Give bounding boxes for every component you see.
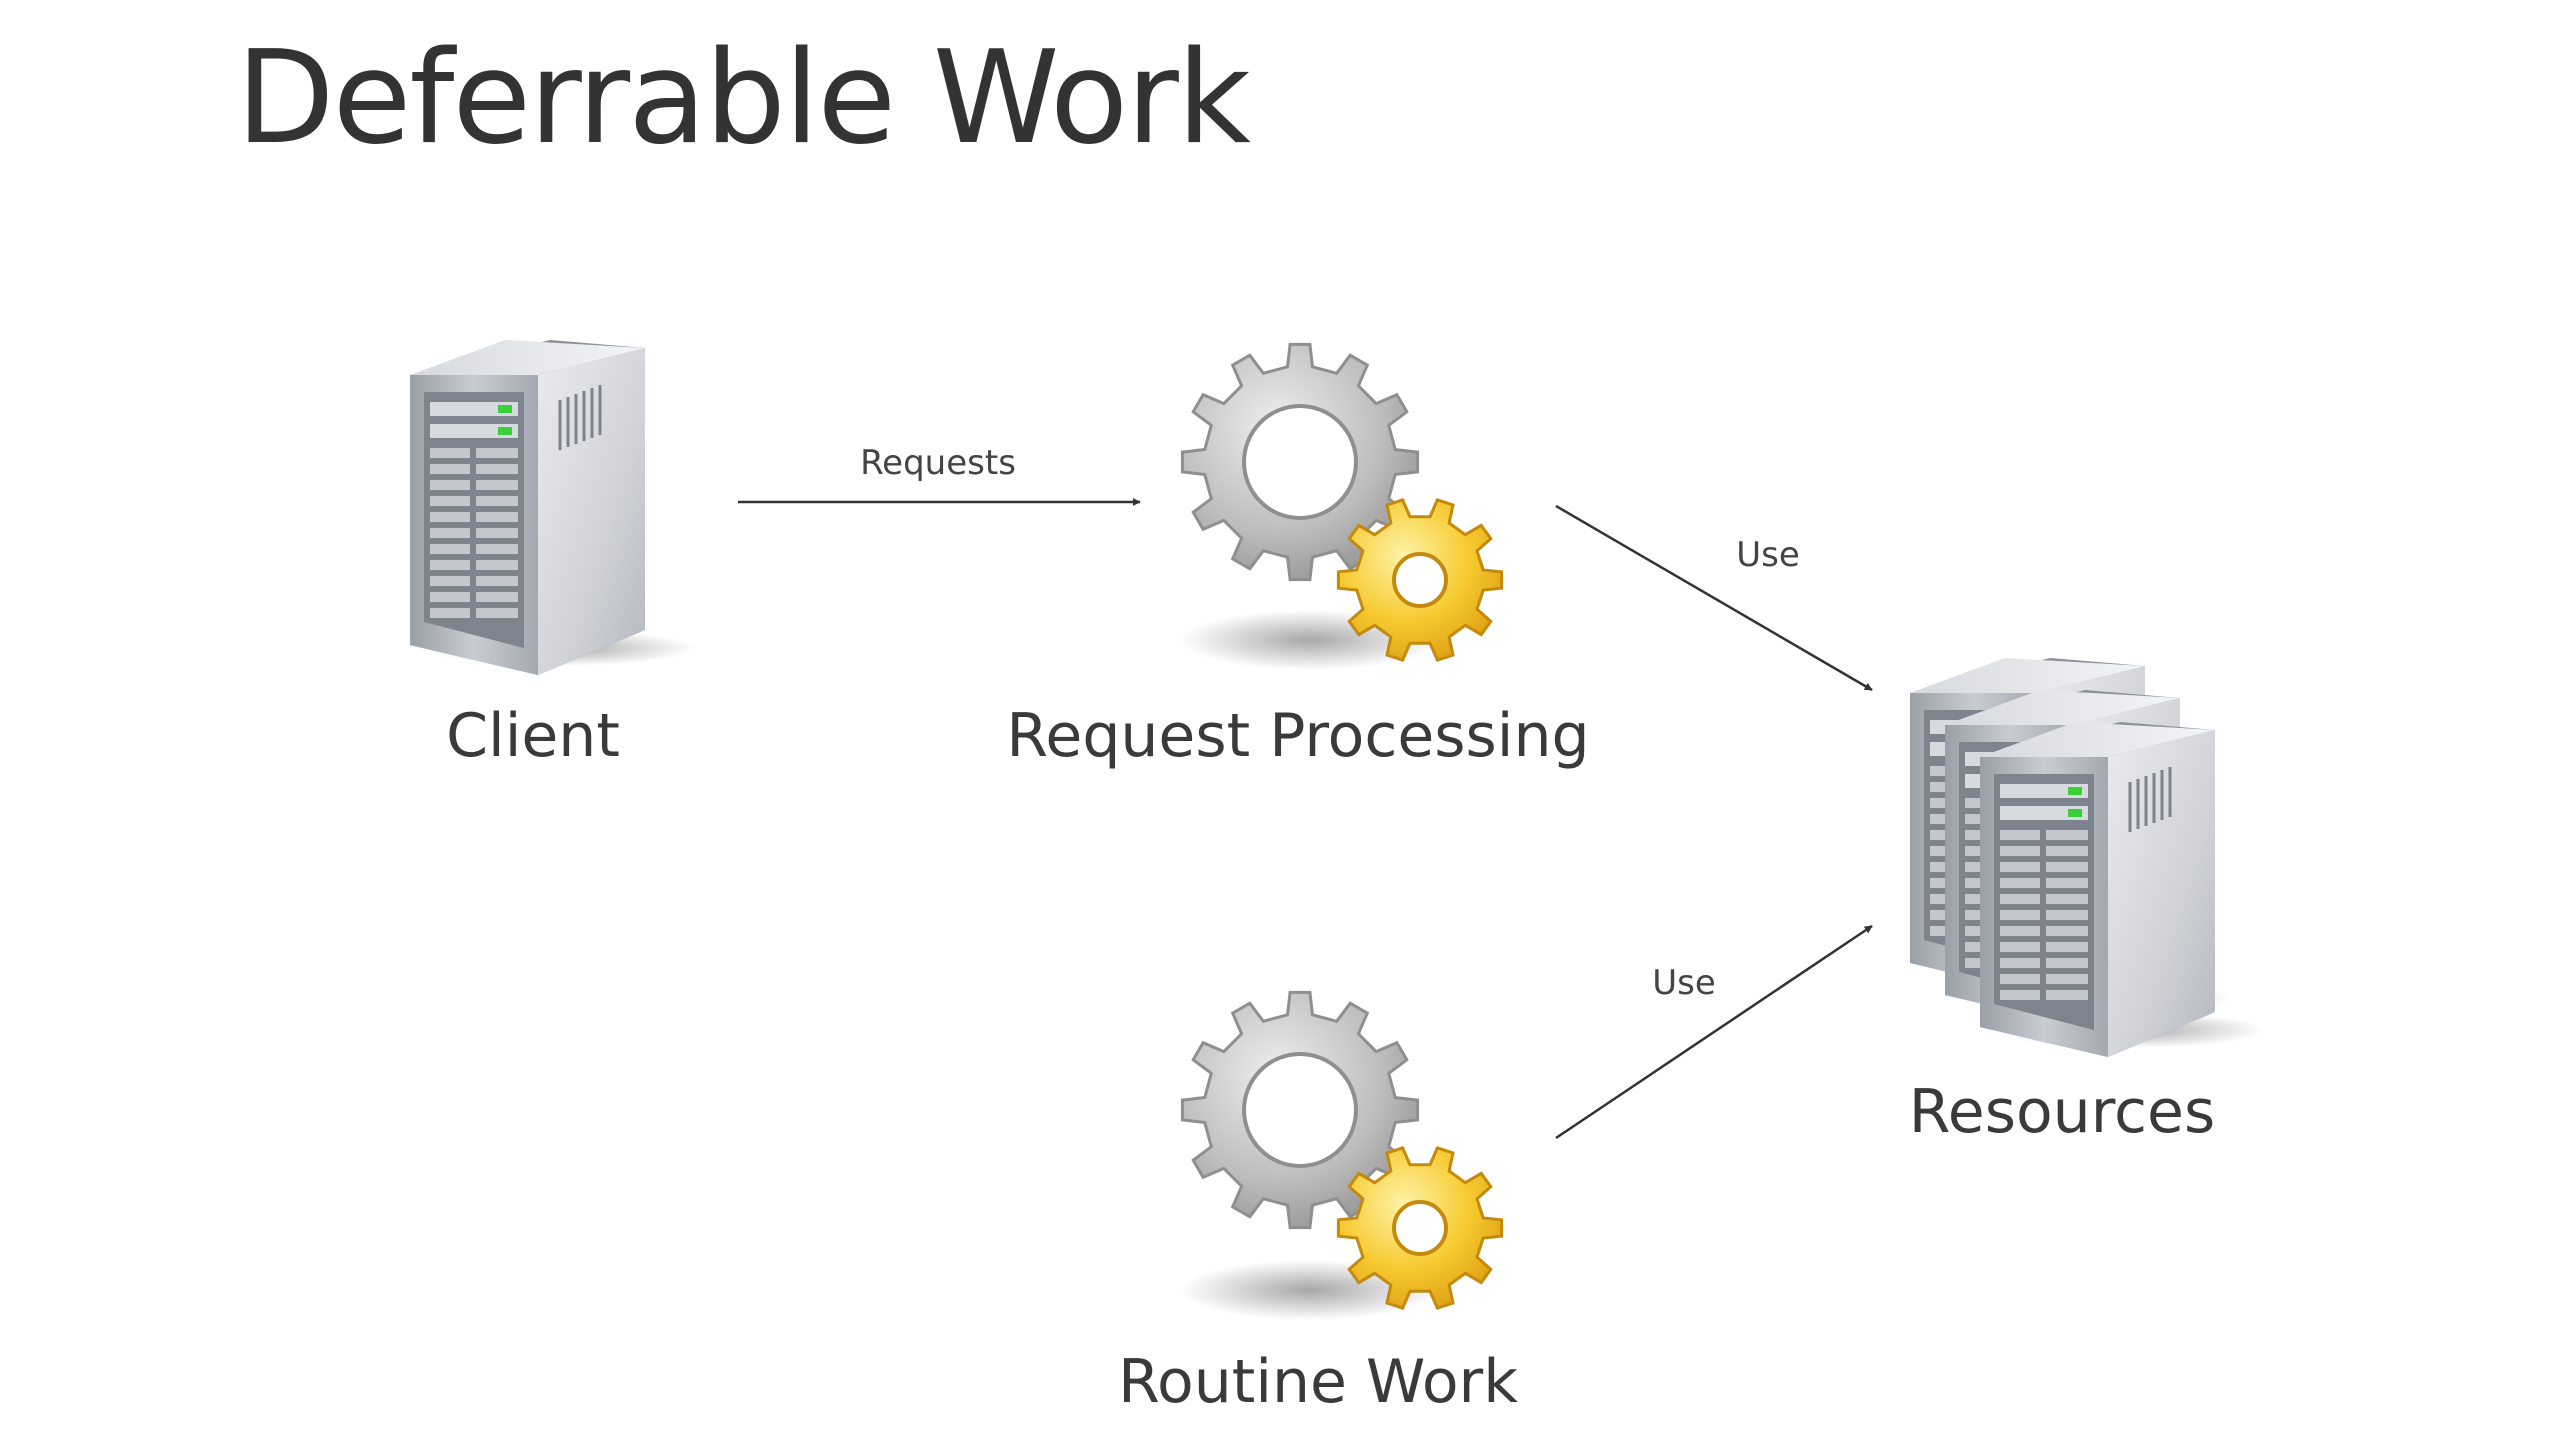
- server-tower-icon: [408, 338, 697, 677]
- edge-label-use-top: Use: [1736, 535, 1800, 575]
- node-label-resources: Resources: [1908, 1077, 2216, 1147]
- edge-label-use-bottom: Use: [1652, 963, 1716, 1003]
- arrow-use-top: [1555, 504, 1873, 692]
- gear-icon: [1180, 342, 1504, 670]
- node-label-client: Client: [446, 701, 620, 771]
- edge-label-requests: Requests: [860, 443, 1016, 483]
- arrow-use-bottom: [1555, 924, 1873, 1140]
- node-label-routine-work: Routine Work: [1118, 1347, 1518, 1417]
- server-cluster-icon: [1908, 656, 2267, 1059]
- slide-title: Deferrable Work: [236, 24, 1251, 173]
- node-label-request-processing: Request Processing: [1006, 701, 1590, 771]
- gear-icon: [1180, 990, 1504, 1320]
